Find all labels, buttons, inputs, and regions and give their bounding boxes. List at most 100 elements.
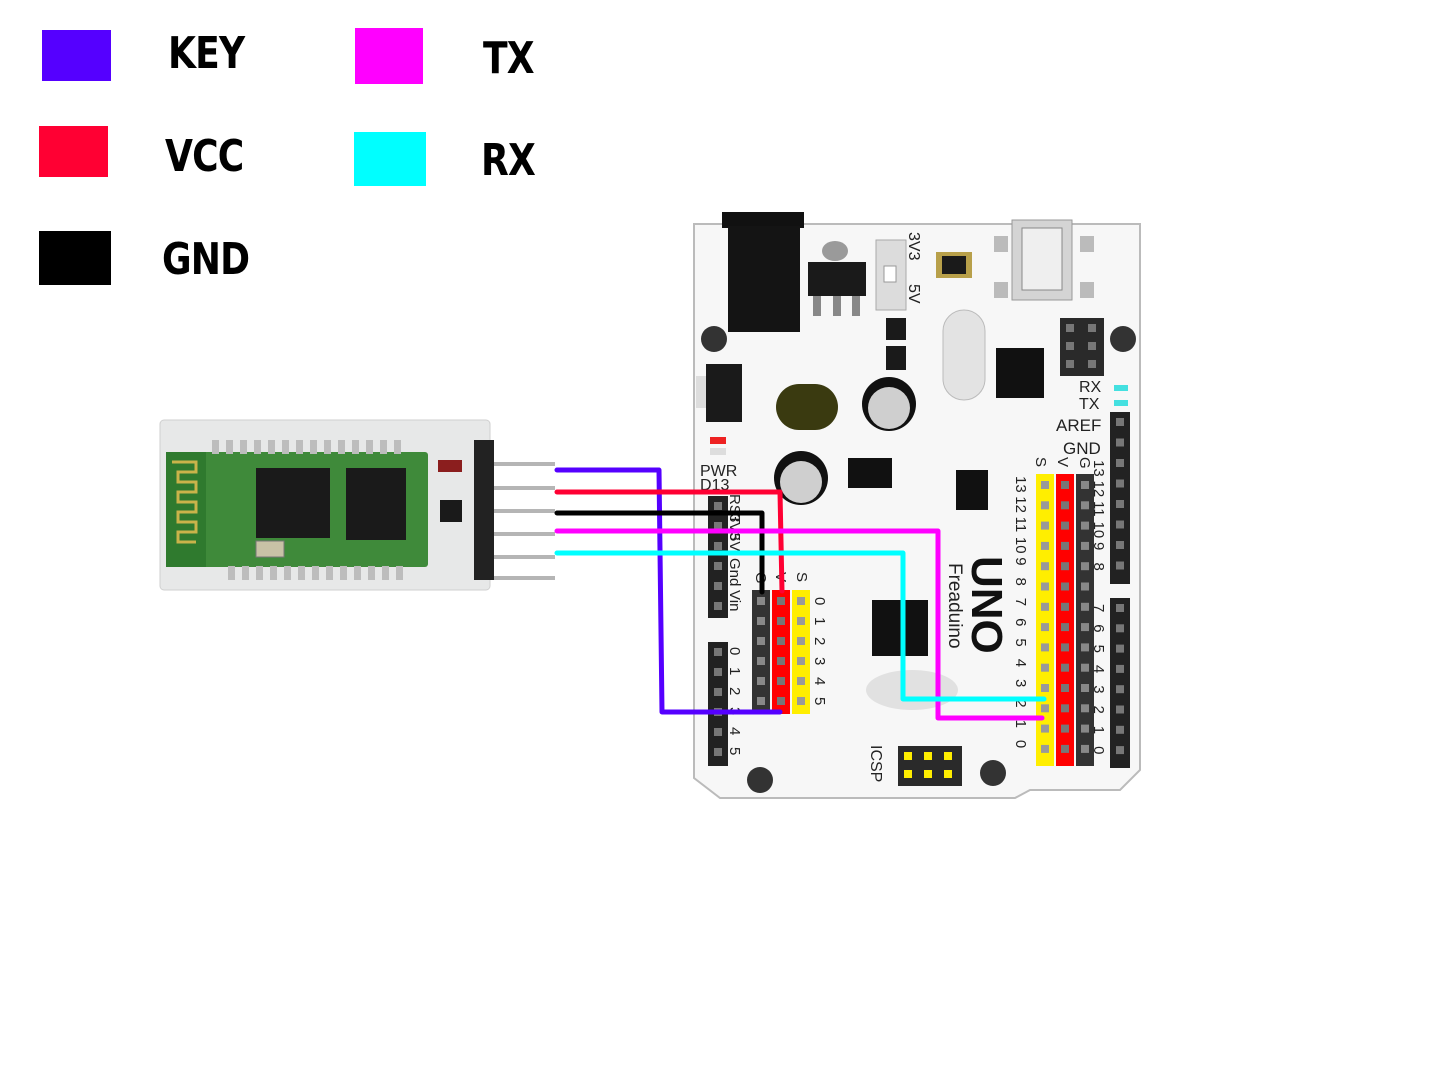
bt-castellated-pads-top [212,440,401,454]
digital-header-pin [1116,459,1124,467]
digital-sensor-s-pin [1041,643,1049,652]
digital-sensor-g-pin [1081,562,1089,571]
analog-sensor-g-pin [757,617,765,625]
digital-sensor-s-pin [1041,521,1049,530]
analog-header-pin [714,728,722,736]
legend-label-key: KEY [168,28,245,79]
digital-header-number: 5 [1090,645,1107,653]
digital-sensor-s-pin [1041,562,1049,571]
digital-sensor-g-pin [1081,481,1089,489]
digital-header-number: 2 [1090,706,1107,714]
digital-header-pin [1116,418,1124,426]
power-header-pin [714,522,722,530]
digital-sensor-g-pin [1081,724,1089,733]
digital-header-number: 9 [1090,542,1107,550]
digital-header-pin [1116,561,1124,570]
digital-sensor-g-pin [1081,744,1089,753]
wires [554,467,1047,721]
digital-header-number: 3 [1090,685,1107,693]
analog-sensor-s-pin [797,597,805,605]
legend-label-tx: TX [483,33,535,84]
gnd-label: GND [1063,439,1101,458]
digital-sensor-number: 8 [1012,578,1029,586]
legend-swatch-rx [354,132,426,186]
digital-sensor-number: 9 [1012,557,1029,565]
brand-small: Freaduino [944,563,965,649]
digital-sensor-s-pin [1041,623,1049,632]
analog-sensor-g-pin [757,677,765,685]
digital-sensor-v-pin [1061,541,1069,550]
digital-sensor-header-label: S [1032,457,1049,467]
power-header-pin [714,562,722,570]
analog-sensor-header-label: S [793,572,810,582]
analog-header-pin [714,688,722,696]
digital-header-number: 11 [1090,501,1107,517]
digital-sensor-g-pin [1081,704,1089,713]
digital-header-number: 0 [1090,746,1107,754]
digital-sensor-v-pin [1061,582,1069,591]
analog-pin-label: 1 [726,667,743,675]
digital-sensor-number: 0 [1012,740,1029,748]
digital-sensor-number: 3 [1012,679,1029,687]
wire-rx [554,550,1047,702]
digital-header-number: 7 [1090,604,1107,612]
digital-header-number: 13 [1090,460,1107,477]
analog-sensor-v-pin [777,637,785,645]
digital-header-pin [1116,479,1124,488]
analog-sensor-number: 5 [811,697,828,705]
led-rx-label: RX [1079,379,1102,396]
digital-sensor-v-pin [1061,744,1069,753]
digital-sensor-header-label: V [1054,457,1071,467]
analog-sensor-s-pin [797,637,805,645]
digital-header-pin [1116,604,1124,612]
digital-sensor-g-pin [1081,602,1089,611]
analog-sensor-number: 1 [811,617,828,625]
digital-header-pin [1116,438,1124,447]
analog-sensor-v-pin [777,617,785,625]
aref-label: AREF [1056,416,1101,435]
power-pin-label: RST [726,494,743,524]
analog-sensor-s-pin [797,617,805,625]
bluetooth-module [159,419,555,591]
digital-sensor-s-pin [1041,602,1049,611]
digital-header-pin [1116,725,1124,734]
power-pin-label: Vin [726,590,743,611]
analog-sensor-g-pin [757,637,765,645]
digital-sensor-s-pin [1041,744,1049,753]
digital-header-pin [1116,664,1124,673]
digital-sensor-number: 12 [1012,496,1029,513]
analog-sensor-number: 2 [811,637,828,645]
analog-pin-label: 2 [726,687,743,695]
digital-sensor-v-pin [1061,704,1069,713]
analog-sensor-number: 0 [811,597,828,605]
digital-header-pin [1116,541,1124,549]
digital-header-pin [1116,500,1124,508]
legend-swatch-gnd [39,231,111,285]
digital-sensor-g-pin [1081,643,1089,652]
analog-header-pin [714,668,722,676]
digital-header-pin [1116,520,1124,529]
analog-sensor-v-pin [777,657,785,665]
power-header-pin [714,502,722,510]
digital-sensor-number: 5 [1012,638,1029,646]
analog-header-pin [714,748,722,756]
digital-sensor-g-pin [1081,582,1089,591]
wire-key [554,467,783,715]
digital-header-pin [1116,685,1124,694]
digital-sensor-g-pin [1081,521,1089,530]
bt-castellated-pads-bottom [228,566,403,580]
digital-header-pin [1116,746,1124,755]
power-header-pin [714,602,722,610]
legend-swatch-tx [355,28,423,84]
wire-vcc [554,489,785,594]
wire-tx [554,528,1045,721]
digital-sensor-v-pin [1061,724,1069,733]
digital-sensor-v-pin [1061,663,1069,672]
wire-gnd [554,510,765,595]
digital-sensor-s-pin [1041,663,1049,672]
analog-sensor-v-pin [777,597,785,605]
digital-sensor-g-pin [1081,501,1089,510]
digital-sensor-s-pin [1041,481,1049,489]
